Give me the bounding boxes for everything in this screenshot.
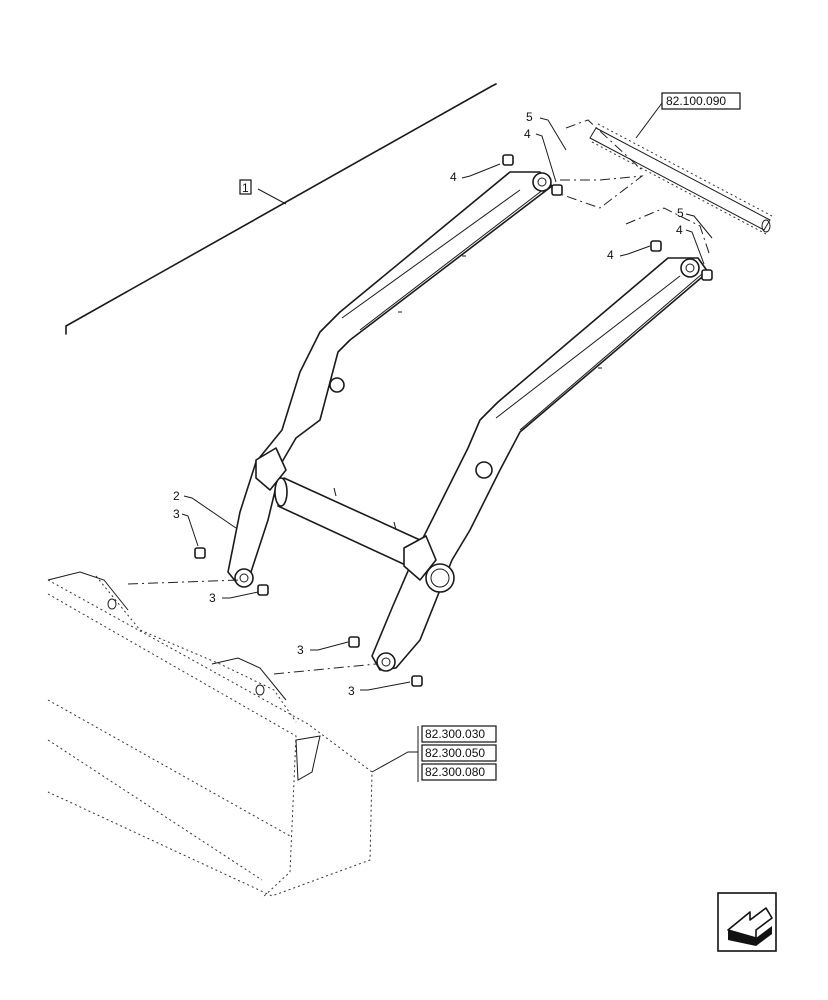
pin-shaft [589,123,773,235]
arrow-left-down-icon[interactable] [717,892,777,952]
ref-82-100-090[interactable]: 82.100.090 [666,94,726,108]
frame-outline [65,83,497,335]
leader-lines [181,102,713,773]
bushings [194,154,713,687]
alignment-lines [127,119,711,675]
bucket [47,571,373,899]
ref-82-300-030[interactable]: 82.300.030 [425,727,485,741]
callout-3: 3 [209,591,216,605]
left-loader-arm [227,171,553,588]
callout-5: 5 [677,206,684,220]
callout-4: 4 [450,170,457,184]
callout-3: 3 [348,684,355,698]
ref-82-300-080[interactable]: 82.300.080 [425,765,485,779]
cross-tube [274,477,421,569]
callout-2: 2 [173,489,180,503]
callout-3: 3 [297,643,304,657]
callout-1: 1 [242,181,249,195]
ref-82-300-050[interactable]: 82.300.050 [425,746,485,760]
callout-4: 4 [676,223,683,237]
callout-5: 5 [526,110,533,124]
callout-4: 4 [607,248,614,262]
right-loader-arm [371,257,709,672]
callout-4: 4 [524,127,531,141]
callout-3: 3 [173,507,180,521]
